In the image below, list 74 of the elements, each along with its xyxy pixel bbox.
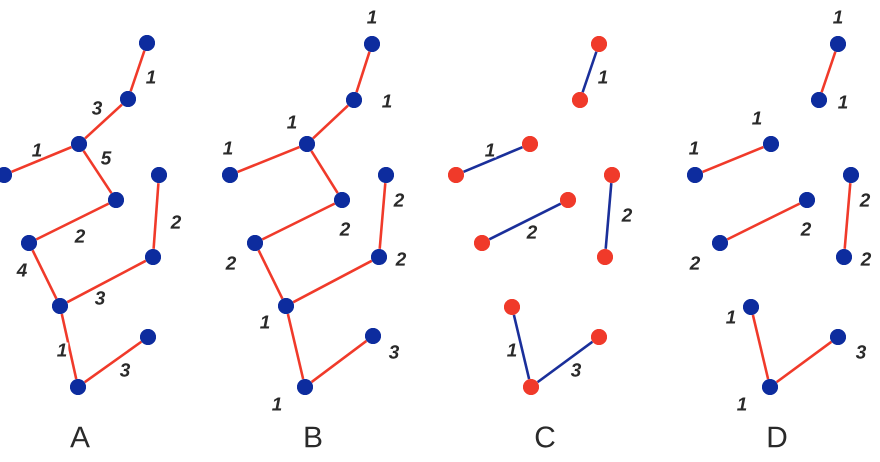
node-label: 1 (272, 397, 282, 410)
node-label: 1 (382, 94, 392, 108)
edge-label: 3 (90, 100, 104, 116)
edge-line (488, 202, 562, 240)
edge-label: 1 (30, 142, 44, 158)
edge-line (292, 260, 372, 304)
edge-line (820, 51, 837, 93)
edge-line (355, 51, 371, 93)
edge-line (752, 314, 770, 380)
edge-line (60, 314, 78, 380)
node-label: 1 (833, 10, 842, 24)
node-label: 1 (752, 112, 762, 124)
edge-line (843, 183, 852, 249)
edge-line (11, 146, 72, 174)
panel-letter: C (536, 426, 555, 448)
edge-line (312, 104, 349, 140)
node-label: 2 (859, 193, 870, 207)
node-label: 1 (737, 397, 746, 410)
node-label: 2 (225, 256, 236, 270)
edge-line (66, 260, 146, 304)
edge-line (84, 104, 123, 140)
node-label: 2 (393, 193, 404, 207)
edge-label: 1 (144, 69, 158, 84)
node-label: 1 (223, 142, 232, 154)
edge-line (512, 314, 530, 380)
edge-line (310, 340, 368, 384)
edge-line (463, 146, 523, 174)
node-label: 3 (856, 345, 866, 359)
edge-label: 2 (74, 228, 86, 244)
edge-line (84, 340, 142, 384)
edge-label: 5 (100, 150, 112, 166)
edge-line (286, 314, 304, 380)
edge-line (536, 340, 594, 384)
edge-line (776, 340, 832, 384)
edge-line (310, 150, 339, 194)
node-label: 2 (689, 256, 700, 270)
edge-line (237, 146, 300, 174)
edge-label: 3 (570, 362, 582, 378)
edge-label: 1 (596, 69, 610, 84)
node-label: 1 (838, 96, 848, 108)
edge-line (129, 50, 146, 92)
node-label: 1 (287, 116, 296, 128)
edge-label: 2 (620, 207, 634, 223)
panel-letter: D (768, 426, 786, 448)
edge-line (152, 183, 160, 249)
edge-line (36, 202, 110, 241)
edge-label: 1 (484, 142, 496, 158)
edge-label: 3 (118, 362, 132, 378)
panel-letter: A (70, 426, 90, 448)
edge-line (726, 202, 800, 241)
edge-line (581, 51, 598, 93)
edge-label: 3 (94, 290, 106, 306)
node-label: 2 (395, 252, 406, 266)
node-label: 2 (860, 252, 872, 266)
edge-line (257, 250, 284, 300)
edge-label: 1 (506, 342, 518, 358)
edge-label: 1 (56, 342, 68, 358)
edge-line (262, 202, 336, 241)
panel-letter: B (306, 426, 322, 448)
edge-line (82, 150, 113, 194)
node-label: 3 (388, 345, 400, 359)
edge-label: 2 (170, 214, 182, 230)
edge-label: 4 (16, 262, 28, 278)
node-label: 1 (260, 316, 270, 328)
edge-line (702, 146, 764, 174)
edge-line (604, 183, 613, 249)
node-label: 2 (339, 222, 350, 236)
node-label: 1 (367, 10, 376, 24)
edge-line (31, 250, 58, 300)
edge-label: 2 (526, 224, 538, 240)
edge-line (378, 183, 387, 249)
node-label: 2 (800, 222, 812, 236)
node-label: 1 (726, 310, 736, 324)
node-label: 1 (689, 142, 698, 154)
